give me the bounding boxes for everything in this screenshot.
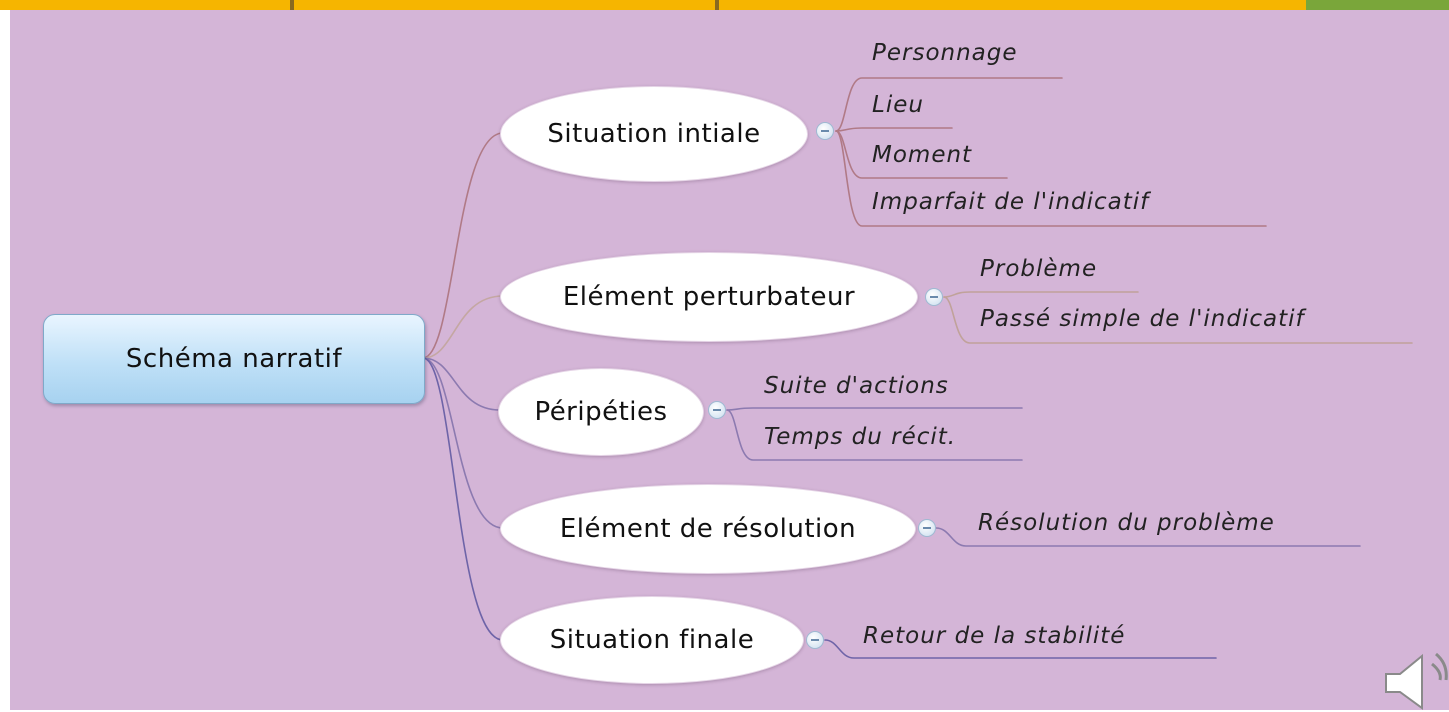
connector-leaf-passe-simple bbox=[943, 296, 1413, 344]
leaf-probleme[interactable]: Problème bbox=[980, 256, 1098, 282]
connector-leaf-moment bbox=[835, 130, 1008, 179]
connector-leaf-temps-recit bbox=[726, 409, 1023, 461]
node-peripeties[interactable]: Péripéties bbox=[498, 368, 704, 456]
collapse-toggle-icon[interactable] bbox=[708, 401, 726, 419]
connector-leaf-suite-actions bbox=[726, 407, 1023, 411]
node-label: Péripéties bbox=[534, 397, 668, 427]
root-node-label: Schéma narratif bbox=[125, 344, 343, 374]
leaf-temps-recit[interactable]: Temps du récit. bbox=[764, 424, 957, 450]
speaker-icon[interactable] bbox=[1382, 650, 1449, 712]
node-element-perturbateur[interactable]: Elément perturbateur bbox=[500, 252, 918, 342]
top-bar-green bbox=[1306, 0, 1449, 10]
node-label: Elément de résolution bbox=[559, 514, 857, 544]
connector-leaf-lieu bbox=[835, 127, 953, 132]
connector-root-peripeties bbox=[422, 357, 501, 411]
top-bar-orange bbox=[0, 0, 1306, 10]
collapse-toggle-icon[interactable] bbox=[925, 288, 943, 306]
node-label: Situation intiale bbox=[547, 119, 761, 149]
connector-leaf-probleme bbox=[943, 291, 1139, 298]
connector-leaf-retour-stabilite bbox=[824, 639, 1217, 659]
leaf-retour-stabilite[interactable]: Retour de la stabilité bbox=[863, 623, 1126, 649]
top-bar-divider bbox=[290, 0, 294, 10]
node-label: Situation finale bbox=[549, 625, 755, 655]
node-element-de-resolution[interactable]: Elément de résolution bbox=[500, 484, 916, 574]
collapse-toggle-icon[interactable] bbox=[918, 519, 936, 537]
collapse-toggle-icon[interactable] bbox=[806, 631, 824, 649]
leaf-imparfait[interactable]: Imparfait de l'indicatif bbox=[872, 189, 1150, 215]
leaf-lieu[interactable]: Lieu bbox=[872, 92, 924, 118]
leaf-passe-simple[interactable]: Passé simple de l'indicatif bbox=[980, 306, 1305, 332]
node-label: Elément perturbateur bbox=[562, 282, 856, 312]
connector-root-element-perturbateur bbox=[422, 295, 504, 359]
node-situation-finale[interactable]: Situation finale bbox=[500, 596, 804, 684]
collapse-toggle-icon[interactable] bbox=[816, 122, 834, 140]
connector-leaf-resolution-probleme bbox=[935, 527, 1361, 547]
node-situation-initiale[interactable]: Situation intiale bbox=[500, 86, 808, 182]
connector-root-element-resolution bbox=[422, 357, 504, 529]
leaf-suite-actions[interactable]: Suite d'actions bbox=[764, 373, 949, 399]
connector-leaf-imparfait bbox=[835, 130, 1267, 227]
leaf-personnage[interactable]: Personnage bbox=[872, 40, 1018, 66]
connector-leaf-personnage bbox=[835, 77, 1063, 132]
connector-root-situation-finale bbox=[422, 357, 504, 641]
connector-root-situation-initiale bbox=[422, 132, 504, 359]
leaf-resolution-probleme[interactable]: Résolution du problème bbox=[978, 510, 1275, 536]
root-node-schema-narratif[interactable]: Schéma narratif bbox=[43, 314, 425, 404]
leaf-moment[interactable]: Moment bbox=[872, 142, 973, 168]
top-bar-divider bbox=[715, 0, 719, 10]
